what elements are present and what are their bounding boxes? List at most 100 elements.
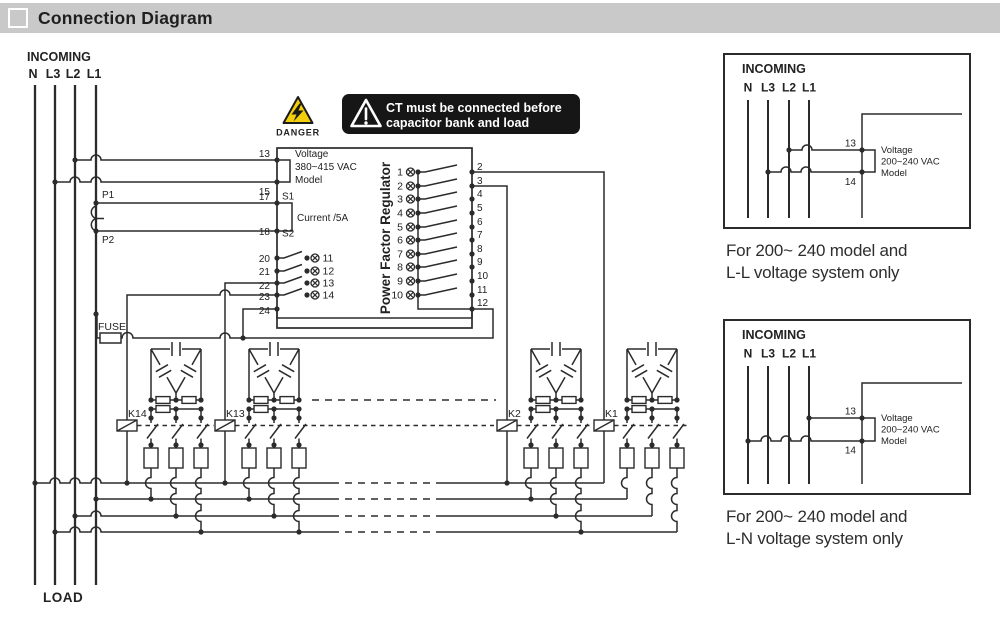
junction-dot: [304, 292, 310, 298]
terminal-number-left: 23: [259, 292, 271, 303]
panel-ll-voltage-1: Voltage: [881, 145, 913, 156]
incoming-lines: [33, 85, 98, 585]
aux-contact-blade: [277, 250, 303, 259]
junction-dot: [528, 442, 534, 448]
contactor-label: K14: [128, 408, 147, 420]
junction-dot: [271, 442, 277, 448]
terminal-number-right: 4: [477, 189, 483, 200]
junction-dot: [93, 311, 99, 317]
current-bracket: [277, 202, 293, 232]
main-wiring: [33, 85, 690, 585]
fuse-symbol: [99, 332, 122, 344]
junction-dot: [240, 335, 246, 341]
lamp-cross: [311, 291, 319, 299]
junction-dot: [578, 397, 584, 403]
line-label-n: N: [28, 67, 37, 81]
junction-dot: [674, 397, 680, 403]
warning-triangle-icon: [350, 98, 382, 128]
junction-dot: [72, 157, 78, 163]
junction-dot: [198, 406, 204, 412]
junction-dot: [674, 406, 680, 412]
panel-ln-caption-1: For 200~ 240 model and: [726, 507, 907, 526]
contact-number: 4: [397, 208, 403, 220]
junction-dot: [296, 442, 302, 448]
bank-wiring: [224, 342, 307, 532]
panel-ll-label-l3: L3: [761, 81, 775, 95]
junction-dot: [553, 442, 559, 448]
junction-dot: [148, 442, 154, 448]
panel-ll-tap-14: [768, 166, 862, 173]
junction-dot: [93, 200, 99, 206]
panel-ln-regulator-outline: [861, 382, 962, 484]
tap-13: [75, 154, 277, 161]
line-label-l3: L3: [46, 67, 61, 81]
junction-dot: [578, 415, 584, 421]
junction-dot: [173, 406, 179, 412]
line-label-l2: L2: [66, 67, 81, 81]
panel-ll-voltage-2: 200~240 VAC: [881, 157, 940, 168]
contactor-label: K13: [226, 408, 245, 420]
terminal-number-right: 10: [477, 271, 489, 282]
panel-ln-box: [723, 319, 971, 495]
wire-3-k2: [472, 185, 508, 420]
lamp-cross: [407, 277, 414, 285]
panel-ll-label-l2: L2: [782, 81, 796, 95]
junction-dot: [222, 480, 228, 486]
junction-dot: [304, 255, 310, 261]
junction-dot: [624, 442, 630, 448]
junction-dots: [32, 147, 865, 535]
wire-24: [242, 308, 277, 338]
indicator-lamp-icon: [310, 266, 320, 276]
junction-dot: [198, 397, 204, 403]
junction-dot: [93, 228, 99, 234]
lamp-cross: [407, 223, 414, 231]
contact-number: 8: [397, 262, 403, 274]
junction-dot: [469, 251, 475, 257]
terminal-number-right: 2: [477, 162, 483, 173]
panel-ln-label-n: N: [744, 347, 753, 361]
panel-ll-caption-1: For 200~ 240 model and: [726, 241, 907, 260]
indicator-lamp-icon: [405, 222, 416, 232]
junction-dot: [469, 292, 475, 298]
contact-number: 2: [397, 181, 403, 193]
junction-dot: [469, 183, 475, 189]
panel-ln-label-l1: L1: [802, 347, 816, 361]
panel-ll-lines: [747, 100, 810, 218]
side-panel-ll: INCOMING N L3 L2 L1 13 14 Voltage 200~24…: [723, 53, 971, 282]
contact-blade: [418, 191, 458, 200]
junction-dot: [32, 480, 38, 486]
line-label-l1: L1: [87, 67, 102, 81]
contact-number: 6: [397, 235, 403, 247]
discharge-resistor: [535, 395, 551, 405]
contact-blade: [418, 205, 458, 214]
discharge-resistor: [535, 404, 551, 414]
junction-dot: [148, 397, 154, 403]
ct-coil-icon: [90, 205, 104, 232]
contact-number: 7: [397, 249, 403, 261]
lamp-cross: [407, 195, 414, 203]
indicator-lamp-icon: [310, 290, 320, 300]
indicator-lamp-icon: [405, 249, 416, 259]
lamp-cross: [407, 236, 414, 244]
junction-dot: [93, 496, 99, 502]
current-label: Current /5A: [297, 213, 348, 224]
panel-ln-voltage-bracket: [862, 417, 876, 442]
discharge-resistor: [279, 395, 295, 405]
bus-dashed-gap: [332, 482, 442, 533]
junction-dot: [274, 306, 280, 312]
contact-blade: [418, 273, 458, 282]
capacitor-bank: K2: [496, 342, 589, 535]
side-panel-ln: INCOMING N L3 L2 L1 13 14 Voltage 200~24…: [723, 319, 971, 548]
panel-ll-terminal-13: 13: [845, 139, 857, 150]
contact-blade: [418, 287, 458, 296]
warning-text-line1: CT must be connected before: [386, 101, 562, 115]
contact-blade: [418, 246, 458, 255]
terminal-number-left: 21: [259, 267, 271, 278]
panel-ll-label-l1: L1: [802, 81, 816, 95]
bank-fuse: [523, 447, 539, 469]
junction-dot: [72, 513, 78, 519]
coil-slash: [496, 419, 518, 432]
junction-dot: [296, 406, 302, 412]
fuse-line: [96, 308, 494, 339]
